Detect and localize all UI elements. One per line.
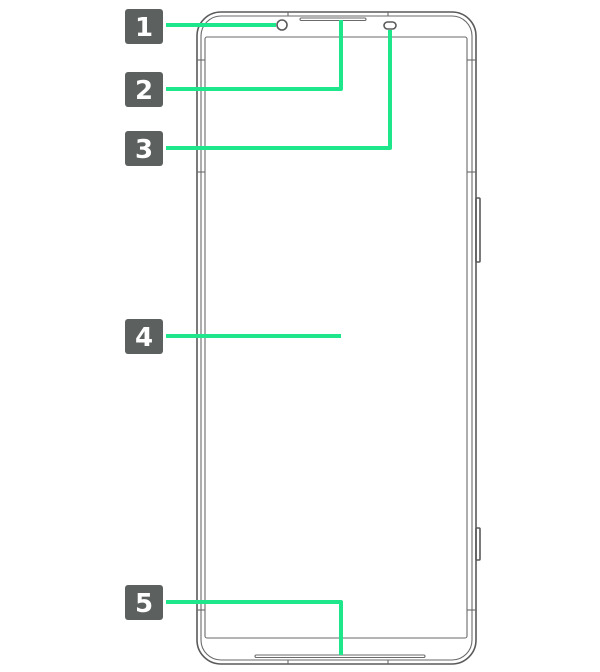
callout-badge-3: 3 [125,131,163,166]
callout-badge-box [125,9,163,44]
shutter-button [475,527,481,561]
phone-body [196,11,481,665]
callout-badge-1: 1 [125,9,163,44]
callout-badge-box [125,131,163,166]
bottom-mic-slot [254,654,426,659]
callout-number: 4 [135,323,153,353]
leader-line-earpiece-speaker [166,20,343,91]
callout-number: 5 [135,589,153,619]
callout-badge-box [125,585,163,620]
callout-badge-5: 5 [125,585,163,620]
callout-number: 3 [135,135,153,165]
callout-number: 1 [135,13,153,43]
leader-lines [166,20,392,655]
leader-line-bottom-microphone [166,600,343,655]
leader-line-proximity-light-sensor [166,30,392,150]
callout-badge-box [125,72,163,107]
earpiece-slot [299,17,367,22]
front-camera-lens [276,19,288,31]
callout-badges: 1 2 3 4 5 [125,9,163,620]
callout-badge-2: 2 [125,72,163,107]
callout-badge-4: 4 [125,319,163,354]
proximity-sensor [383,21,397,30]
callout-number: 2 [135,76,153,106]
callout-badge-box [125,319,163,354]
volume-button [475,197,481,263]
